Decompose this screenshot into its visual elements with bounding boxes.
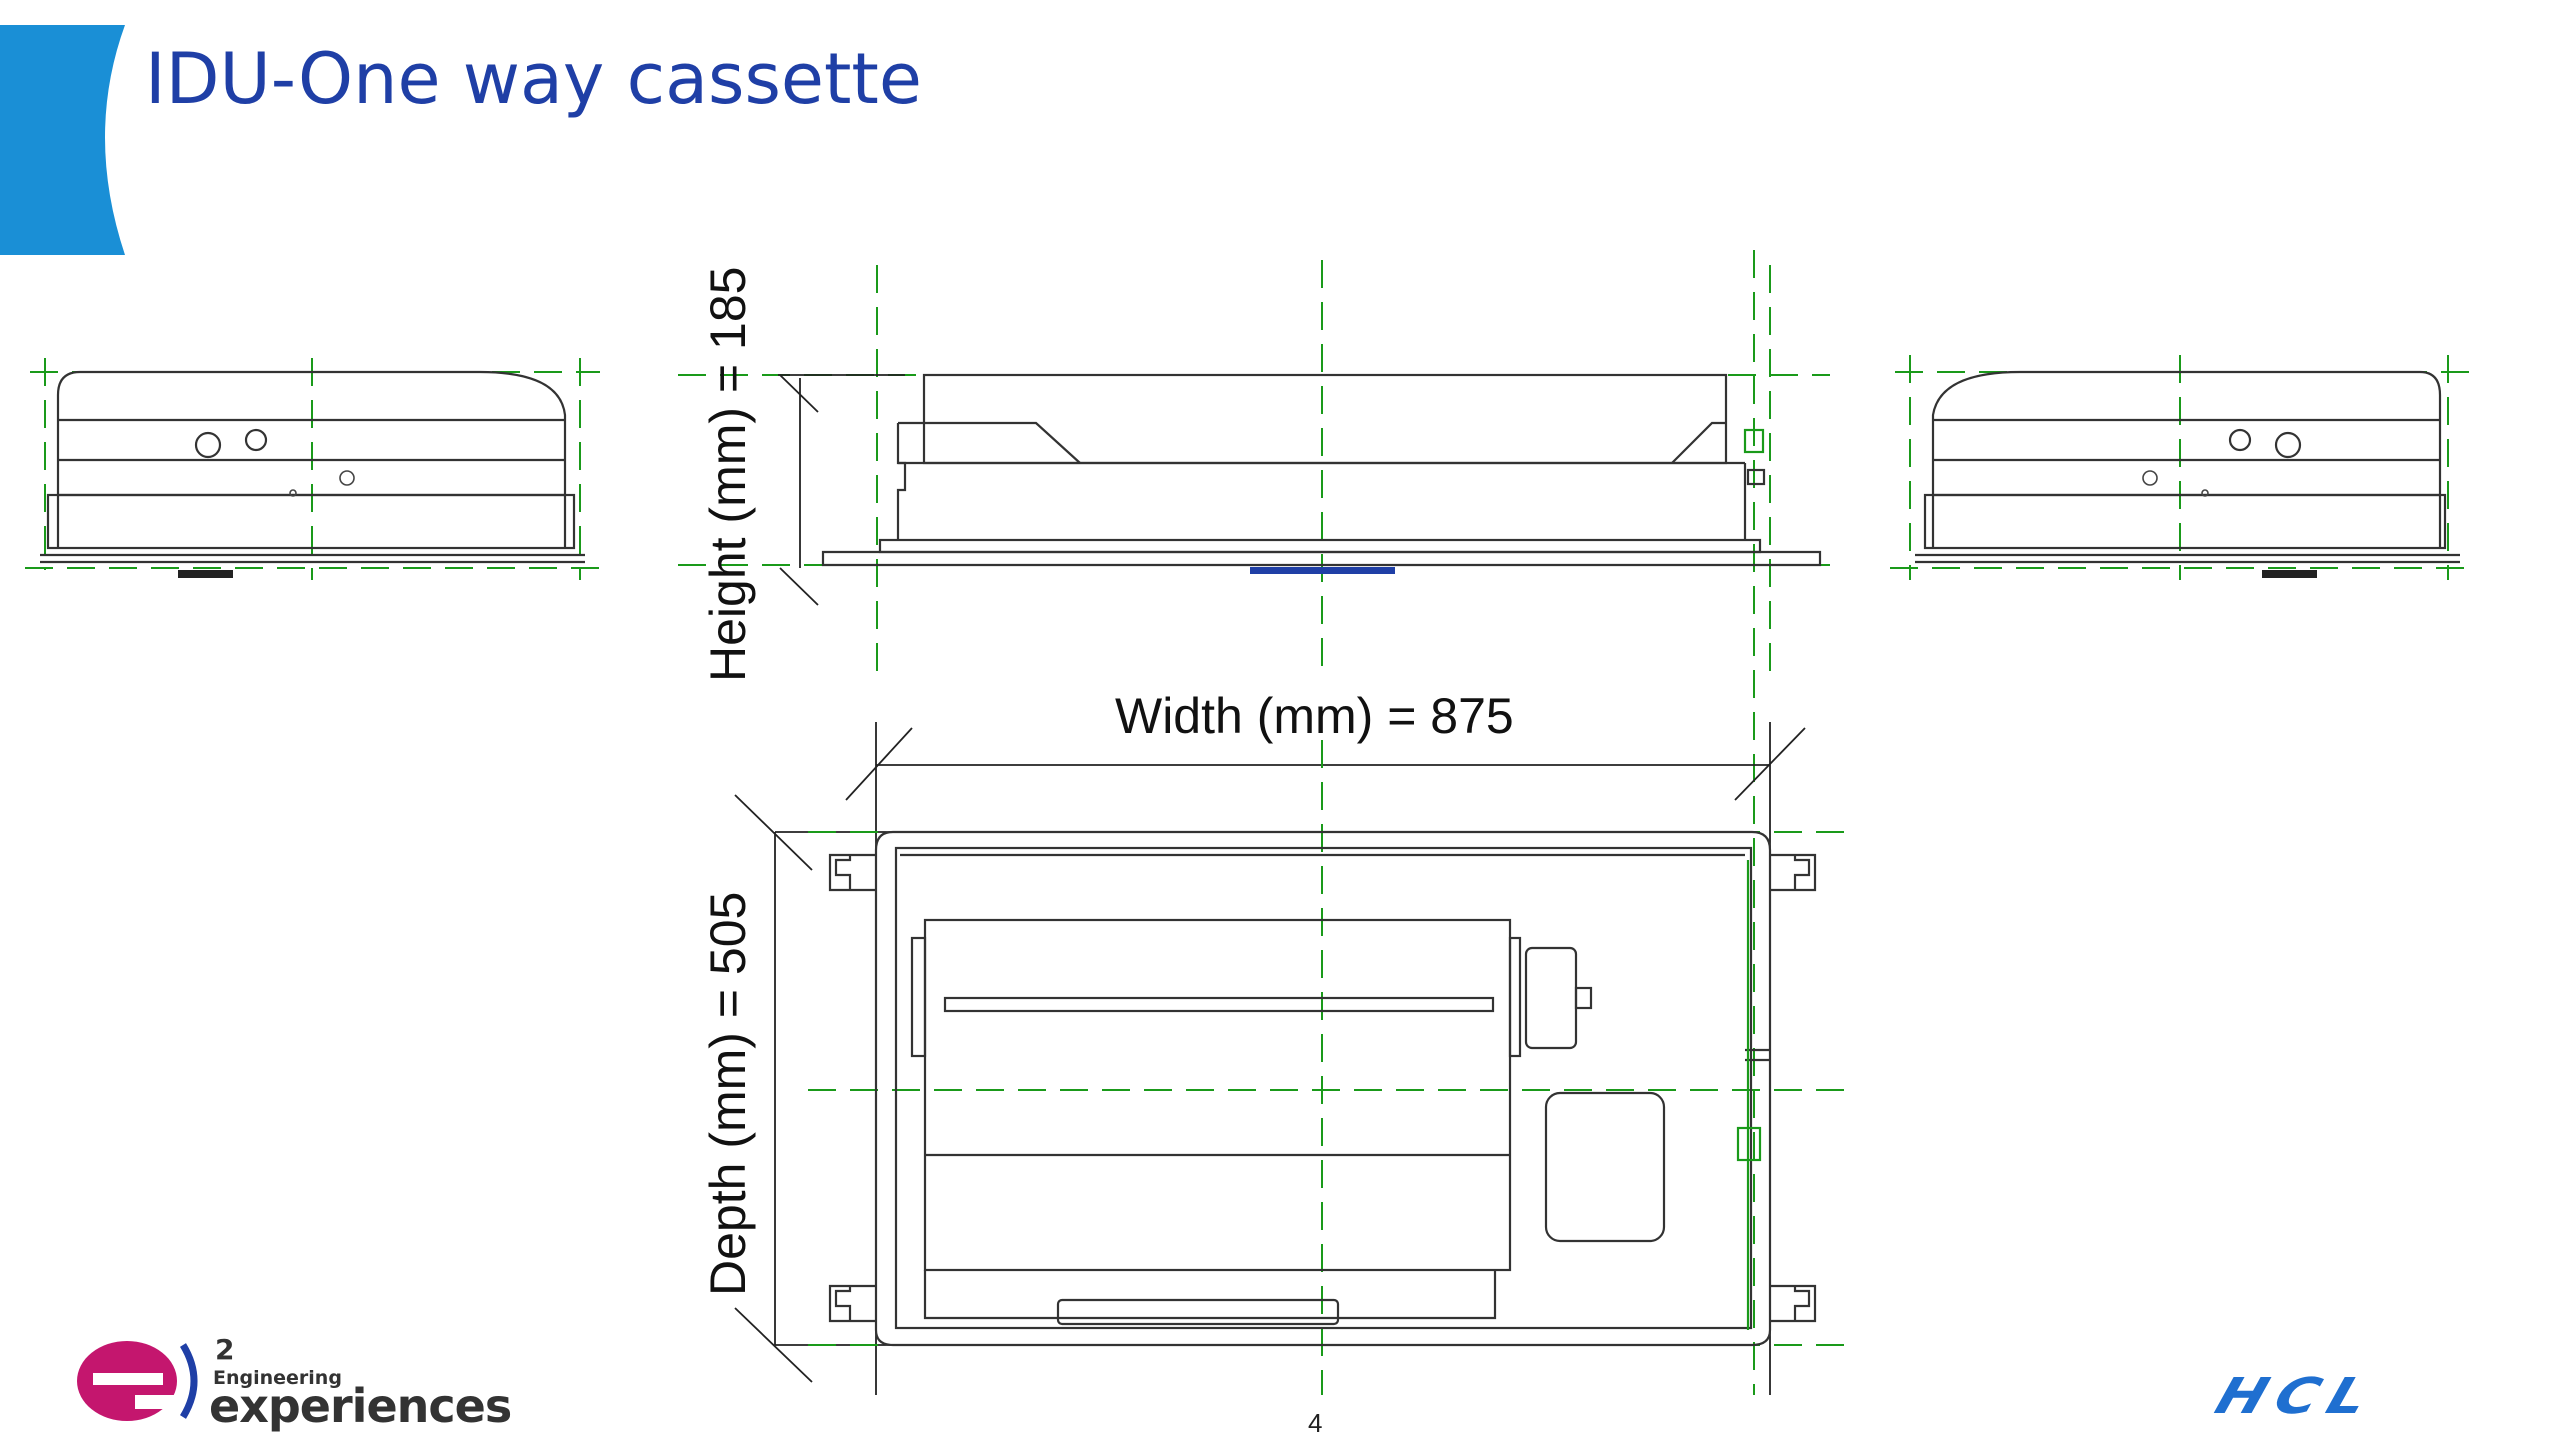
e-letter-mark — [77, 1341, 198, 1421]
top-view — [808, 740, 1850, 1395]
front-view — [678, 250, 1830, 1395]
page-number: 4 — [1308, 1408, 1323, 1438]
hcl-logo: HCL — [2209, 1362, 2528, 1425]
height-dimension — [778, 374, 905, 606]
e2-engineering-experiences-logo: 2 Engineering experiences — [75, 1333, 525, 1433]
left-side-view — [25, 358, 605, 580]
slide-title: IDU-One way cassette — [145, 38, 922, 120]
width-dimension — [845, 722, 1806, 1395]
right-side-view — [1890, 355, 2475, 580]
width-label: Width (mm) = 875 — [1115, 688, 1514, 744]
logo-superscript: 2 — [215, 1333, 235, 1366]
hcl-logo-text: HCL — [2208, 1367, 2386, 1425]
corner-accent-shape — [0, 25, 125, 255]
logo-experiences-text: experiences — [209, 1379, 512, 1433]
depth-dimension — [734, 794, 900, 1383]
logo-engineering-text: Engineering — [213, 1367, 342, 1389]
depth-label: Depth (mm) = 505 — [700, 892, 756, 1296]
height-label: Height (mm) = 185 — [700, 267, 756, 682]
